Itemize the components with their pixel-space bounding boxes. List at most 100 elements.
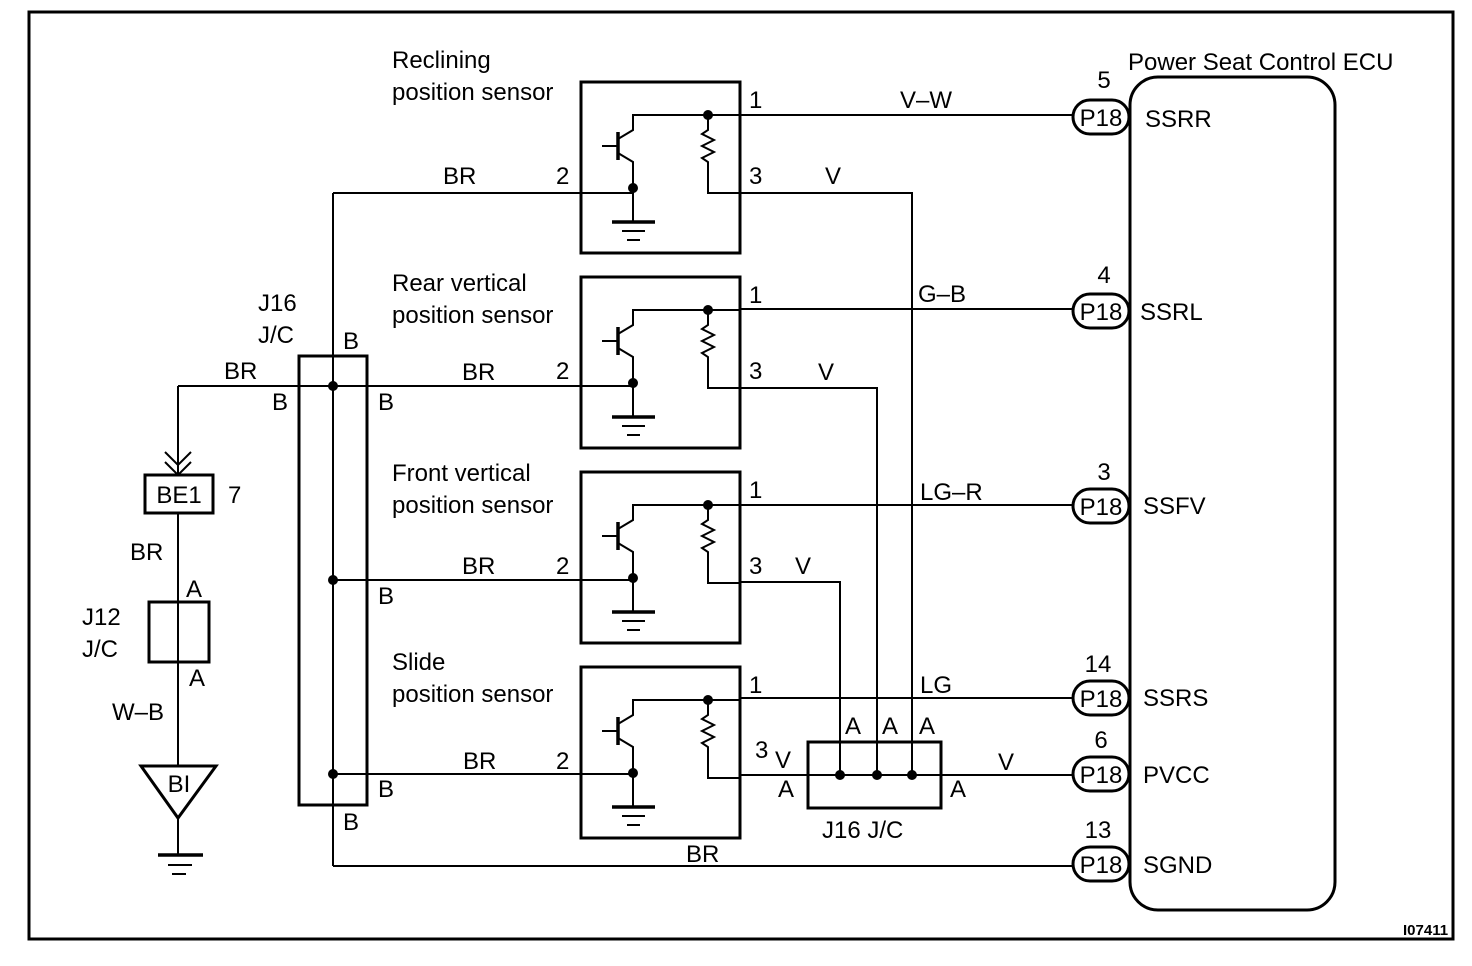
ground-point-label: BI bbox=[168, 771, 191, 798]
pin-b-label: B bbox=[378, 389, 394, 416]
pin-2-label: 2 bbox=[556, 553, 569, 580]
wire-v-rear-vertical bbox=[740, 387, 878, 775]
diagram-frame bbox=[27, 10, 1455, 941]
wire-label-lg-r: LG–R bbox=[920, 479, 983, 506]
sensor-rear-vertical-name-1: Rear vertical bbox=[392, 270, 527, 297]
resistor-icon bbox=[699, 310, 740, 389]
junction-dot bbox=[835, 770, 845, 780]
ground-point-triangle bbox=[138, 764, 219, 821]
wire-label-lg: LG bbox=[920, 672, 952, 699]
wire-label-br: BR bbox=[462, 359, 495, 386]
pin-2-label: 2 bbox=[556, 358, 569, 385]
pin-2-label: 2 bbox=[556, 163, 569, 190]
pin-3-label: 3 bbox=[749, 553, 762, 580]
j12-junction bbox=[147, 600, 211, 664]
connector-p18 bbox=[1071, 845, 1131, 883]
wire-label-v: V bbox=[998, 749, 1014, 776]
ecu-pin-sgnd: 13 P18 SGND bbox=[1071, 817, 1212, 883]
ecu-body bbox=[1128, 75, 1337, 912]
wire-label-v: V bbox=[795, 553, 811, 580]
junction-dot bbox=[872, 770, 882, 780]
sensor-box bbox=[579, 470, 742, 645]
sensor-front-vertical: 1 2 3 bbox=[556, 470, 762, 645]
connector-label: P18 bbox=[1080, 494, 1123, 521]
ecu-pin-ssrl: 4 P18 SSRL bbox=[1071, 262, 1203, 330]
sensor-slide: 1 2 3 bbox=[556, 665, 768, 840]
junction-dot bbox=[328, 575, 338, 585]
sensor-front-vertical-name-1: Front vertical bbox=[392, 460, 531, 487]
pin-number: 3 bbox=[1097, 459, 1110, 486]
ecu-title: Power Seat Control ECU bbox=[1128, 49, 1393, 76]
pin-3-label: 3 bbox=[749, 358, 762, 385]
ground-icon bbox=[612, 773, 655, 826]
pin-1-label: 1 bbox=[749, 477, 762, 504]
figure-id: I07411 bbox=[1403, 922, 1448, 939]
wire-label-v: V bbox=[825, 163, 841, 190]
wire-label-v: V bbox=[775, 747, 791, 774]
pin-2-label: 2 bbox=[556, 748, 569, 775]
sensor-box bbox=[579, 275, 742, 450]
sensor-box bbox=[579, 665, 742, 840]
pin-3-label: 3 bbox=[755, 737, 768, 764]
ecu-pin-ssfv: 3 P18 SSFV bbox=[1071, 459, 1206, 525]
wire-label-br: BR bbox=[224, 358, 257, 385]
j16-label-1: J16 bbox=[258, 290, 297, 317]
sensor-reclining-name-1: Reclining bbox=[392, 47, 491, 74]
pin-b-label: B bbox=[343, 809, 359, 836]
wire-label-br: BR bbox=[462, 553, 495, 580]
j16-label-2: J/C bbox=[258, 322, 294, 349]
pin-a-label: A bbox=[189, 665, 205, 692]
sensor-slide-name-1: Slide bbox=[392, 649, 445, 676]
wire-v-front-vertical bbox=[740, 581, 841, 775]
pin-number: 14 bbox=[1085, 651, 1112, 678]
pin-3-label: 3 bbox=[749, 163, 762, 190]
connector-p18 bbox=[1071, 292, 1131, 330]
pin-a-label: A bbox=[778, 776, 794, 803]
connector-arrow-icon bbox=[164, 451, 192, 467]
connector-label: P18 bbox=[1080, 762, 1123, 789]
wire-label-g-b: G–B bbox=[918, 281, 966, 308]
connector-label: P18 bbox=[1080, 852, 1123, 879]
junction-dot bbox=[328, 381, 338, 391]
transistor-icon bbox=[602, 699, 708, 773]
transistor-icon bbox=[602, 114, 708, 188]
pin-number: 4 bbox=[1097, 262, 1110, 289]
pin-1-label: 1 bbox=[749, 672, 762, 699]
junction-dot bbox=[907, 770, 917, 780]
resistor-icon bbox=[699, 505, 740, 584]
wire-label-v-w: V–W bbox=[900, 87, 952, 114]
signal-label: SSRR bbox=[1145, 106, 1212, 133]
ground-icon bbox=[158, 853, 203, 875]
sensor-slide-name-2: position sensor bbox=[392, 681, 553, 708]
wire-label-br: BR bbox=[443, 163, 476, 190]
pin-b-label: B bbox=[272, 389, 288, 416]
wire-label-w-b: W–B bbox=[112, 699, 164, 726]
ground-icon bbox=[612, 188, 655, 241]
ecu-pin-pvcc: 6 P18 PVCC bbox=[1071, 727, 1210, 793]
pin-a-label: A bbox=[882, 713, 898, 740]
pin-1-label: 1 bbox=[749, 87, 762, 114]
sensor-front-vertical-name-2: position sensor bbox=[392, 492, 553, 519]
connector-label: P18 bbox=[1080, 105, 1123, 132]
sensor-reclining: 1 2 3 bbox=[556, 80, 762, 255]
sensor-rear-vertical: 1 2 3 bbox=[556, 275, 762, 450]
pin-a-label: A bbox=[845, 713, 861, 740]
sensor-rear-vertical-name-2: position sensor bbox=[392, 302, 553, 329]
be1-pin: 7 bbox=[228, 482, 241, 509]
pin-a-label: A bbox=[919, 713, 935, 740]
wire-label-br: BR bbox=[463, 748, 496, 775]
transistor-icon bbox=[602, 309, 708, 383]
resistor-icon bbox=[699, 700, 740, 779]
signal-label: SSRL bbox=[1140, 299, 1203, 326]
transistor-icon bbox=[602, 504, 708, 578]
pin-b-label: B bbox=[378, 583, 394, 610]
wire-label-br: BR bbox=[130, 539, 163, 566]
connector-label: P18 bbox=[1080, 299, 1123, 326]
pin-1-label: 1 bbox=[749, 282, 762, 309]
wire-label-v: V bbox=[818, 359, 834, 386]
ecu-pin-ssrs: 14 P18 SSRS bbox=[1071, 651, 1208, 717]
pin-number: 13 bbox=[1085, 817, 1112, 844]
ground-icon bbox=[612, 578, 655, 631]
ecu-pin-ssrr: 5 P18 SSRR bbox=[1071, 67, 1212, 136]
